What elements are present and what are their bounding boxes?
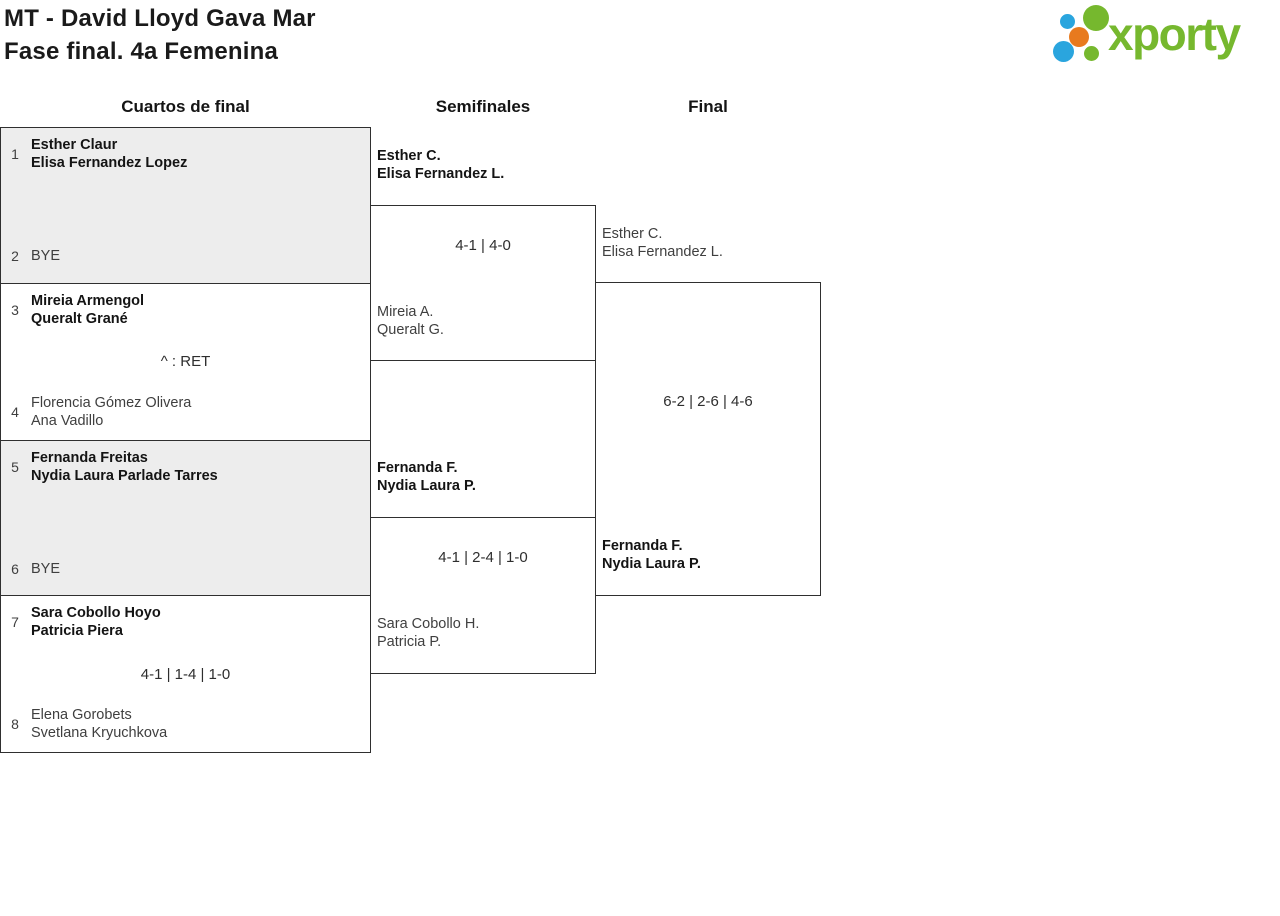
team-name: Queralt G. — [377, 322, 444, 338]
xporty-logo[interactable]: xporty — [1050, 2, 1278, 74]
team-name: Esther Claur — [31, 137, 118, 153]
team-name: Ana Vadillo — [31, 413, 104, 429]
team-slot-top: 5 Fernanda Freitas Nydia Laura Parlade T… — [5, 448, 218, 486]
team-name: BYE — [31, 561, 61, 577]
team-name: Elisa Fernandez L. — [602, 244, 723, 260]
team-name: Fernanda F. — [602, 538, 683, 554]
match-box-quarterfinal-3[interactable]: 5 Fernanda Freitas Nydia Laura Parlade T… — [0, 440, 371, 596]
team-name: Elisa Fernandez Lopez — [31, 155, 188, 171]
logo-dot-orange-icon — [1069, 27, 1089, 47]
finalist-team-label: Esther C. Elisa Fernandez L. — [602, 225, 723, 261]
round-header-final: Final — [688, 97, 728, 116]
logo-dot-green-small-icon — [1084, 46, 1099, 61]
team-name: Elena Gorobets — [31, 707, 132, 723]
seed-number: 1 — [11, 146, 19, 162]
team-slot-bottom: 2 BYE — [5, 245, 60, 267]
team-name: Esther C. — [602, 226, 663, 242]
team-name: Fernanda Freitas — [31, 450, 148, 466]
team-slot-top: 7 Sara Cobollo Hoyo Patricia Piera — [5, 603, 161, 641]
seed-number: 8 — [11, 716, 19, 732]
team-name: Nydia Laura P. — [377, 478, 476, 494]
match-box-final[interactable] — [595, 282, 821, 596]
team-slot-top: 3 Mireia Armengol Queralt Grané — [5, 291, 144, 329]
match-box-quarterfinal-1[interactable]: 1 Esther Claur Elisa Fernandez Lopez 2 B… — [0, 127, 371, 284]
logo-dot-blue-large-icon — [1053, 41, 1074, 62]
team-slot-bottom: 6 BYE — [5, 558, 60, 580]
category-subtitle: Fase final. 4a Femenina — [4, 38, 279, 65]
match-score: 4-1 | 1-4 | 1-0 — [140, 666, 231, 683]
match-score: ^ : RET — [160, 353, 211, 370]
team-name: Queralt Grané — [31, 311, 128, 327]
match-score: 4-1 | 4-0 — [455, 237, 511, 254]
logo-wordmark: xporty — [1108, 8, 1241, 60]
seed-number: 3 — [11, 302, 19, 318]
losing-team-label: Sara Cobollo H. Patricia P. — [377, 615, 479, 651]
team-name: Nydia Laura Parlade Tarres — [31, 468, 218, 484]
seed-number: 5 — [11, 459, 19, 475]
team-name: Fernanda F. — [377, 460, 458, 476]
team-slot-bottom: 4 Florencia Gómez Olivera Ana Vadillo — [5, 393, 191, 431]
match-box-quarterfinal-4[interactable]: 7 Sara Cobollo Hoyo Patricia Piera 4-1 |… — [0, 595, 371, 753]
team-name: Mireia A. — [377, 304, 434, 320]
team-name: Nydia Laura P. — [602, 556, 701, 572]
seed-number: 4 — [11, 404, 19, 420]
advancing-team-label: Esther C. Elisa Fernandez L. — [377, 147, 504, 183]
match-score: 4-1 | 2-4 | 1-0 — [438, 549, 528, 566]
team-name: Patricia P. — [377, 634, 442, 650]
seed-number: 7 — [11, 614, 19, 630]
team-name: Florencia Gómez Olivera — [31, 395, 192, 411]
match-box-quarterfinal-2[interactable]: 3 Mireia Armengol Queralt Grané ^ : RET … — [0, 283, 371, 441]
team-name: Elisa Fernandez L. — [377, 166, 505, 182]
champion-team-label: Fernanda F. Nydia Laura P. — [602, 537, 701, 573]
team-name: Sara Cobollo Hoyo — [31, 605, 161, 621]
match-score: 6-2 | 2-6 | 4-6 — [663, 393, 753, 410]
seed-number: 2 — [11, 248, 19, 264]
team-name: Patricia Piera — [31, 623, 123, 639]
team-name: Mireia Armengol — [31, 293, 145, 309]
team-name: Sara Cobollo H. — [377, 616, 480, 632]
tournament-title: MT - David Lloyd Gava Mar — [4, 5, 316, 32]
team-name: Svetlana Kryuchkova — [31, 725, 168, 741]
team-name: Esther C. — [377, 148, 441, 164]
losing-team-label: Mireia A. Queralt G. — [377, 303, 444, 339]
team-slot-top: 1 Esther Claur Elisa Fernandez Lopez — [5, 135, 187, 173]
page-title: MT - David Lloyd Gava Mar Fase final. 4a… — [4, 2, 316, 68]
advancing-team-label: Fernanda F. Nydia Laura P. — [377, 459, 476, 495]
seed-number: 6 — [11, 561, 19, 577]
logo-dot-blue-small-icon — [1060, 14, 1075, 29]
round-header-quarterfinals: Cuartos de final — [121, 97, 250, 116]
logo-dot-green-large-icon — [1083, 5, 1109, 31]
team-slot-bottom: 8 Elena Gorobets Svetlana Kryuchkova — [5, 705, 167, 743]
round-header-semifinals: Semifinales — [435, 97, 531, 116]
team-name: BYE — [31, 248, 61, 264]
